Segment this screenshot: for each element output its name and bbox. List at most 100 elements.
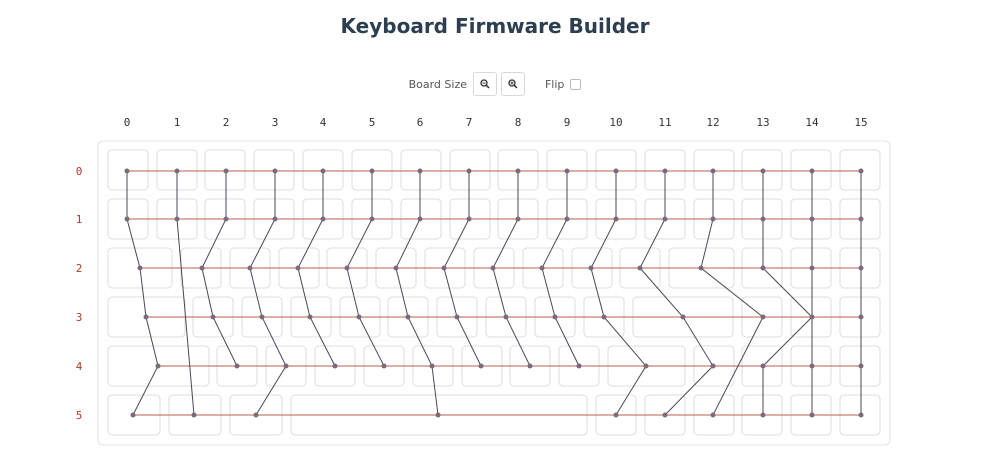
- matrix-node: [356, 314, 362, 320]
- matrix-node: [643, 363, 649, 369]
- matrix-node: [662, 168, 668, 174]
- matrix-node: [272, 216, 278, 222]
- row-label: 3: [76, 311, 83, 324]
- matrix-node: [564, 216, 570, 222]
- column-label: 1: [174, 116, 181, 129]
- matrix-node: [613, 412, 619, 418]
- matrix-node: [405, 314, 411, 320]
- matrix-node: [527, 363, 533, 369]
- column-label: 15: [854, 116, 867, 129]
- matrix-node: [760, 363, 766, 369]
- column-label: 0: [124, 116, 131, 129]
- column-label: 14: [805, 116, 819, 129]
- matrix-node: [576, 363, 582, 369]
- board-size-label: Board Size: [408, 77, 467, 91]
- matrix-node: [223, 216, 229, 222]
- matrix-node: [760, 168, 766, 174]
- matrix-node: [809, 363, 815, 369]
- matrix-node: [234, 363, 240, 369]
- matrix-node: [441, 265, 447, 271]
- matrix-node: [760, 412, 766, 418]
- matrix-node: [490, 265, 496, 271]
- matrix-node: [662, 412, 668, 418]
- matrix-node: [552, 314, 558, 320]
- matrix-node: [435, 412, 441, 418]
- matrix-node: [210, 314, 216, 320]
- matrix-node: [155, 363, 161, 369]
- matrix-node: [809, 314, 815, 320]
- matrix-node: [344, 265, 350, 271]
- matrix-node: [809, 216, 815, 222]
- matrix-node: [429, 363, 435, 369]
- flip-checkbox[interactable]: [570, 78, 582, 90]
- column-label: 8: [515, 116, 522, 129]
- zoom-out-icon: [480, 79, 490, 89]
- page-title: Keyboard Firmware Builder: [340, 14, 650, 38]
- column-wire: [249, 171, 287, 416]
- column-label: 12: [706, 116, 719, 129]
- matrix-node: [588, 265, 594, 271]
- matrix-node: [199, 265, 205, 271]
- row-label: 1: [76, 213, 83, 226]
- column-label: 13: [756, 116, 769, 129]
- column-wire: [590, 171, 647, 416]
- matrix-node: [466, 216, 472, 222]
- zoom-in-button[interactable]: [500, 72, 525, 96]
- matrix-node: [858, 412, 864, 418]
- matrix-node: [393, 265, 399, 271]
- row-label: 5: [76, 409, 83, 422]
- matrix-node: [417, 216, 423, 222]
- column-label: 4: [320, 116, 327, 129]
- row-label: 4: [76, 360, 83, 373]
- matrix-node: [174, 216, 180, 222]
- column-wire: [639, 171, 714, 416]
- column-label: 9: [564, 116, 571, 129]
- matrix-node: [515, 168, 521, 174]
- row-label: 0: [76, 165, 83, 178]
- toolbar: Board Size Flip: [0, 72, 990, 96]
- column-label: 10: [609, 116, 622, 129]
- matrix-node: [710, 216, 716, 222]
- matrix-node: [858, 168, 864, 174]
- matrix-node: [637, 265, 643, 271]
- zoom-out-button[interactable]: [472, 72, 497, 96]
- matrix-node: [369, 168, 375, 174]
- matrix-node: [710, 412, 716, 418]
- column-label: 3: [272, 116, 279, 129]
- matrix-node: [320, 216, 326, 222]
- matrix-node: [613, 216, 619, 222]
- matrix-node: [503, 314, 509, 320]
- column-wire: [395, 171, 439, 416]
- matrix-node: [662, 216, 668, 222]
- matrix-node: [253, 412, 259, 418]
- matrix-node: [858, 363, 864, 369]
- column-label: 7: [466, 116, 473, 129]
- matrix-node: [320, 168, 326, 174]
- matrix-node: [381, 363, 387, 369]
- matrix-node: [539, 265, 545, 271]
- matrix-node: [466, 168, 472, 174]
- matrix-node: [272, 168, 278, 174]
- matrix-node: [307, 314, 313, 320]
- matrix-node: [223, 168, 229, 174]
- matrix-node: [564, 168, 570, 174]
- matrix-node: [124, 216, 130, 222]
- zoom-in-icon: [508, 79, 518, 89]
- column-wire: [126, 171, 159, 416]
- matrix-node: [613, 168, 619, 174]
- matrix-node: [191, 412, 197, 418]
- matrix-node: [283, 363, 289, 369]
- matrix-node: [295, 265, 301, 271]
- matrix-node: [247, 265, 253, 271]
- matrix-node: [259, 314, 265, 320]
- matrix-node: [809, 265, 815, 271]
- matrix-node: [124, 168, 130, 174]
- matrix-node: [515, 216, 521, 222]
- matrix-node: [809, 412, 815, 418]
- matrix-node: [137, 265, 143, 271]
- matrix-node: [760, 314, 766, 320]
- matrix-node: [680, 314, 686, 320]
- matrix-node: [710, 168, 716, 174]
- matrix-node: [332, 363, 338, 369]
